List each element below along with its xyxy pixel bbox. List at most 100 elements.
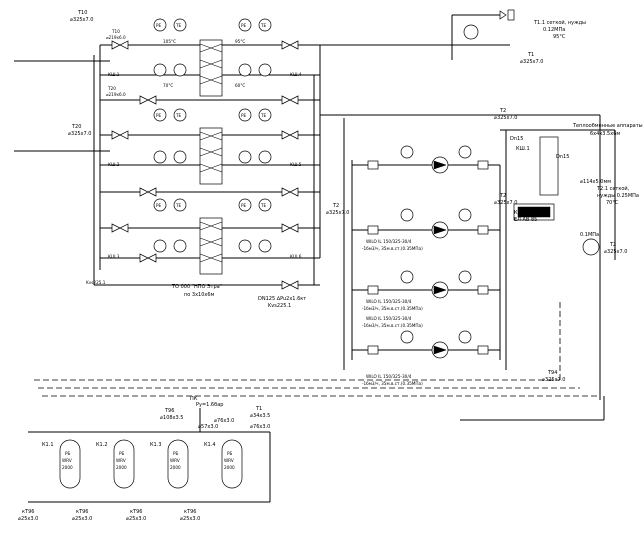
pipe-label: нужды 0.25МПа [597,193,639,199]
pump-label: -1бм3/ч, 35м.в.ст.(0.35МПа) [362,306,423,311]
valve-note: DN125 ∆Pu2х1.6кт [258,296,306,302]
pipe-label: T94 [547,370,557,376]
expansion-tanks: РБ WRV 2000 РБ WRV 2000 РБ WRV 2000 РБ W… [18,396,271,522]
tank-label: РБ [173,451,179,456]
pump-label: WILO IL 150/325-30/4 [366,299,412,304]
valve-note: Kvs225.1 [268,303,291,309]
supply-label: 0.12МПа [543,27,565,33]
pipe-label: Dn15 [556,154,569,160]
gauge-label: PE [241,113,247,118]
supply-top: T1.1 сеткой, нужды 0.12МПа 95°С T1 ⌀325х… [320,9,586,65]
pipe-label: ⌀219х6.0 [106,92,126,97]
supply-label: 95°С [553,34,566,40]
pipe-label: T2 [499,193,506,199]
pipe-label: ⌀325х7.0 [520,59,543,65]
heat-title: Теплообменные аппараты [572,123,643,129]
pipe-label: кТ96 [22,509,34,515]
tank-label: 2000 [170,465,181,470]
pipe-label: кТ96 [130,509,142,515]
valve-label: КШ.5 [290,162,302,167]
valve-label: КШ.1 [516,146,530,152]
tank-label: РБ [227,451,233,456]
valve-label: К1.2 [96,442,108,448]
pipe-label: T2 [499,108,506,114]
pump-label: WILO IL 150/325-30/4 [366,239,412,244]
tank-label: РБ [119,451,125,456]
pipe-label: кТ96 [76,509,88,515]
pump-label: -1бм3/ч, 35м.в.ст.(0.35МПа) [362,381,423,386]
controller-label: К ТВС - [514,210,533,216]
heat-exchanger-block: PE TE PE TE PE TE PE TE PE TE PE TE T10 … [14,10,321,309]
pump-label: -1бм3/ч, 35м.в.ст.(0.35МПа) [362,323,423,328]
tank-label: 2000 [116,465,127,470]
dashed-lines [34,300,605,421]
pump-station: WILO IL 150/325-30/4 -1бм3/ч, 35м.в.ст.(… [320,108,600,386]
safety-valve-label: Ру=1.6бар [196,402,223,408]
gauge-label: PE [241,203,247,208]
pipe-label: ⌀219х6.0 [106,35,126,40]
tank-label: WRV [170,458,180,463]
temp-label: 70°С [163,83,173,88]
plate-exchanger-1 [199,39,223,97]
gauge-label: PE [241,23,247,28]
pipe-label: 70°С [606,200,619,206]
pipe-label: ⌀76х3.0 [250,424,270,430]
pump-label: WILO IL 150/325-30/4 [366,316,412,321]
pipe-label: T1 [255,406,262,412]
pipe-label: ⌀325х7.0 [494,200,517,206]
gauge-label: TE [260,113,267,118]
temp-label: 105°С [163,39,176,44]
valve-label: КШ.3 [108,254,120,259]
supply-label: T1.1 сеткой, нужды [533,19,586,26]
pipe-label: T2 [332,203,339,209]
exchanger-note: по 3х10х6м [184,292,215,298]
valve-label: К1.1 [42,442,54,448]
pipe-label: ⌀34х3.5 [250,413,270,419]
pump-label: -1бм3/ч, 35м.в.ст.(0.35МПа) [362,246,423,251]
pipe-label: T96 [164,408,174,414]
plate-exchanger-2 [199,127,223,185]
pipe-label: T2.1 сеткой, [596,185,630,192]
pipe-label: ⌀114х5.0мм [580,179,611,185]
tank-label: РБ [65,451,71,456]
pipe-label: ⌀325х7.0 [494,115,517,121]
gauge-label: PE [156,203,162,208]
pipe-label: ⌀25х3.0 [72,516,92,522]
gauge-label: TE [260,203,267,208]
pipe-label: T20 [107,86,116,91]
tank-label: WRV [116,458,126,463]
pipe-label: кТ96 [184,509,196,515]
temp-label: 60°С [235,83,245,88]
gauge-label: TE [175,23,182,28]
pipe-label: T20 [71,124,81,130]
safety-valve-label: ПК [190,396,198,402]
pipe-label: T2 [609,242,616,248]
gauge-label: PE [156,23,162,28]
gauge-label: TE [260,23,267,28]
pipe-label: ⌀57х3.0 [198,424,218,430]
pipe-label: T10 [111,29,120,34]
pipe-label: ⌀325х7.0 [326,210,349,216]
tank-label: WRV [62,458,72,463]
valve-label: КШ.6 [290,254,302,259]
pipe-label: ⌀25х3.0 [180,516,200,522]
valve-label: КШ.1 [108,72,120,77]
valve-label: К1.3 [150,442,162,448]
temp-label: 95°С [235,39,245,44]
exchanger-note: ТО 000 "НПО Этра" [171,284,222,290]
pipe-label: ⌀25х3.0 [18,516,38,522]
pipe-label: ⌀325х7.0 [70,17,93,23]
pipe-label: ⌀325х7.0 [542,377,565,383]
pipe-label: ⌀76х3.0 [214,418,234,424]
pump-label: WILO IL 150/325-30/4 [366,374,412,379]
pipe-label: T10 [77,10,87,16]
right-controller: Теплообменные аппараты 6х4х3.5х6м Dn15 D… [494,115,643,400]
pipe-label: ⌀325х7.0 [604,249,627,255]
pipe-label: ⌀25х3.0 [126,516,146,522]
pipe-label: ⌀108х3.5 [160,415,183,421]
heat-size: 6х4х3.5х6м [590,131,620,137]
valve-label: Kvs225.1 [86,280,106,285]
gauge-label: TE [175,203,182,208]
valve-label: КШ.2 [108,162,120,167]
